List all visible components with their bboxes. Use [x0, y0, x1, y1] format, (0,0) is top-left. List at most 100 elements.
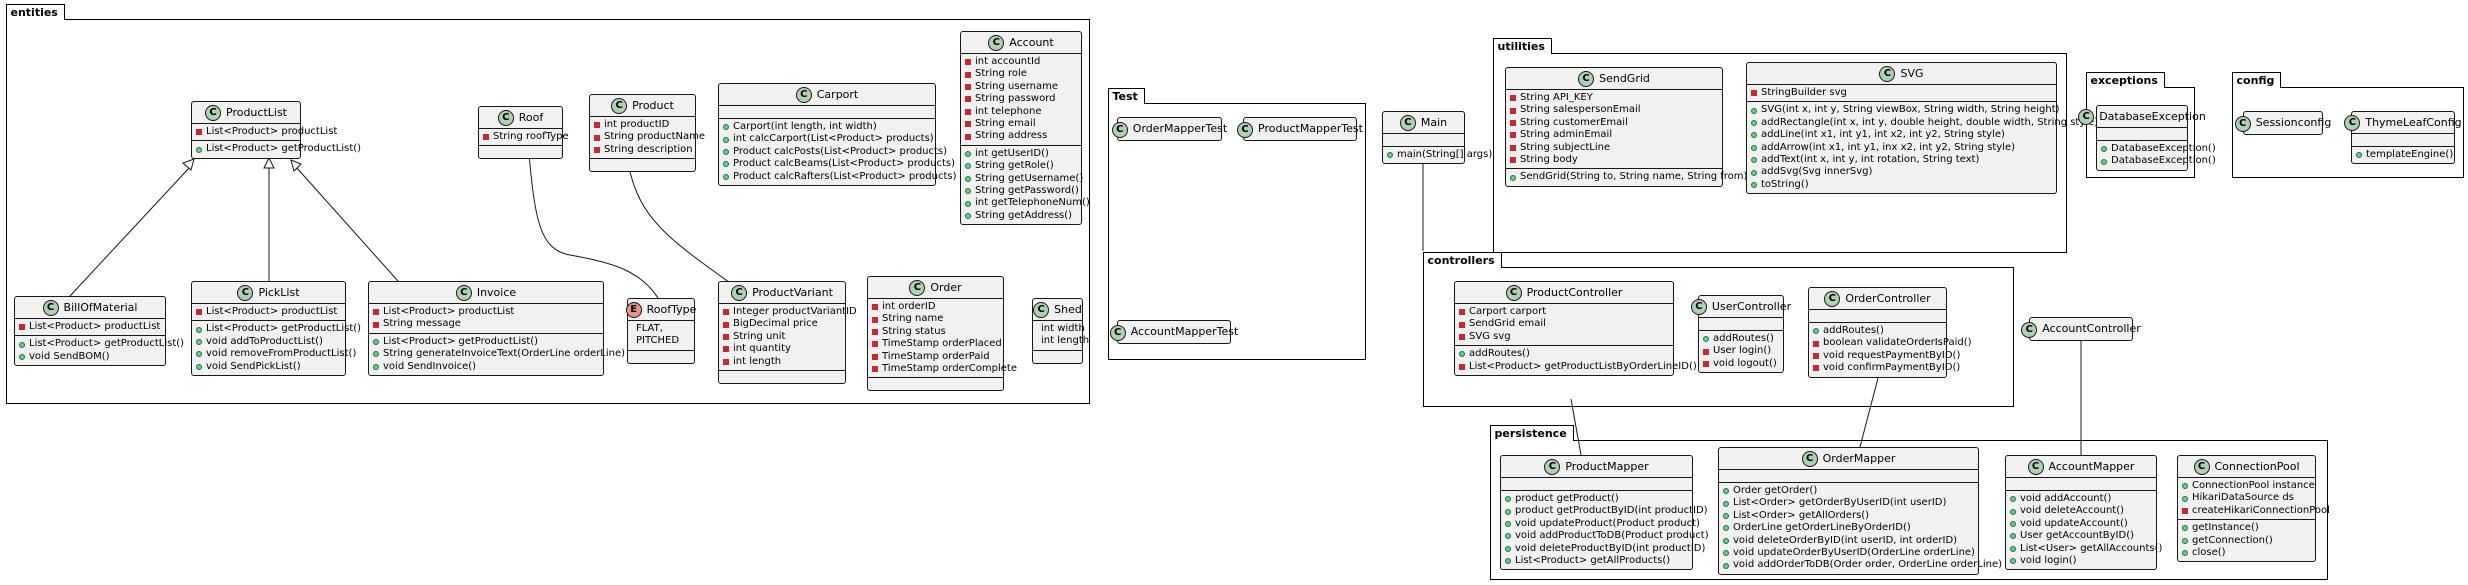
method-text: DatabaseException() [2111, 155, 2216, 167]
field-text: Carport carport [1469, 306, 1547, 317]
public-visibility-icon [1723, 525, 1729, 532]
field-text: TimeStamp orderPaid [882, 350, 990, 362]
field-text: String email [975, 118, 1036, 130]
private-visibility-icon [594, 147, 600, 154]
field-text: SVG svg [1469, 330, 1511, 342]
method-row: User login() [1703, 345, 1779, 357]
fields-section: StringBuilder svg [1747, 85, 2056, 103]
methods-section [479, 146, 562, 158]
method-text: templateEngine() [2366, 149, 2454, 160]
private-visibility-icon [1459, 321, 1465, 328]
method-text: User login() [1713, 345, 1772, 357]
field-text: StringBuilder svg [1761, 87, 1847, 98]
method-text: List<Product> getProductListByOrderLineI… [1469, 360, 1697, 372]
private-visibility-icon [872, 316, 878, 323]
edge-billofmaterial-productlist [69, 166, 191, 297]
public-visibility-icon [1505, 558, 1511, 565]
method-row: product getProduct() [1505, 493, 1688, 505]
method-row: List<Product> getProductList() [19, 338, 184, 350]
public-visibility-icon [373, 351, 379, 358]
method-text: void addAccount() [2020, 493, 2112, 504]
class-badge-icon: C [1824, 291, 1841, 307]
public-visibility-icon [2010, 545, 2016, 552]
fields-section [1809, 310, 1946, 323]
package-entities: entities [5, 4, 1090, 404]
class-name: PickList [258, 285, 300, 299]
method-row: void confirmPaymentByID() [1813, 362, 1960, 374]
method-row: int calcCarport(List<Product> products) [723, 133, 934, 145]
private-visibility-icon [1751, 90, 1757, 97]
methods-section: SVG(int x, int y, String viewBox, String… [1747, 102, 2098, 193]
class-name: DatabaseException [2099, 109, 2206, 123]
method-text: addRoutes() [1823, 325, 1884, 336]
field-row: String customerEmail [1510, 117, 1718, 129]
class-name: SVG [1900, 66, 1924, 80]
field-row: String password [965, 93, 1077, 105]
method-row: void updateOrderByUserID(OrderLine order… [1723, 547, 1975, 559]
class-badge-icon: C [2193, 459, 2210, 475]
public-visibility-icon [965, 151, 971, 158]
public-visibility-icon [1751, 157, 1757, 164]
public-visibility-icon [19, 354, 25, 361]
field-text: String password [975, 93, 1056, 105]
private-visibility-icon [1510, 120, 1516, 127]
field-text: int length [1041, 335, 1090, 347]
public-visibility-icon [1723, 488, 1729, 495]
field-text: int quantity [733, 343, 791, 355]
method-text: close() [2192, 547, 2226, 559]
method-text: List<User> getAllAccounts() [2020, 542, 2163, 554]
class-badge-icon: C [795, 87, 812, 103]
private-visibility-icon [373, 309, 379, 316]
package-persistence: persistence [1489, 425, 2328, 580]
public-visibility-icon [1751, 107, 1757, 114]
private-visibility-icon [965, 133, 971, 140]
method-row: List<Order> getOrderByUserID(int userID) [1723, 497, 1974, 509]
field-row: String unit [723, 331, 841, 343]
method-row: Order getOrder() [1723, 485, 1974, 497]
method-text: void SendBOM() [29, 350, 110, 362]
class-name: ProductMapper [1565, 459, 1649, 473]
method-row: void logout() [1703, 358, 1779, 370]
public-visibility-icon [1751, 120, 1757, 127]
public-visibility-icon [1387, 152, 1393, 159]
class-name: AccountMapperTest [1130, 325, 1239, 339]
class-name: Main [1420, 115, 1448, 129]
method-text: Product calcRafters(List<Product> produc… [733, 170, 957, 182]
method-row: String getAddress() [965, 210, 1077, 222]
method-text: String generateInvoiceText(OrderLine ord… [383, 348, 626, 360]
field-text: TimeStamp orderComplete [882, 363, 1017, 375]
inherit-arrow-1 [182, 158, 195, 171]
